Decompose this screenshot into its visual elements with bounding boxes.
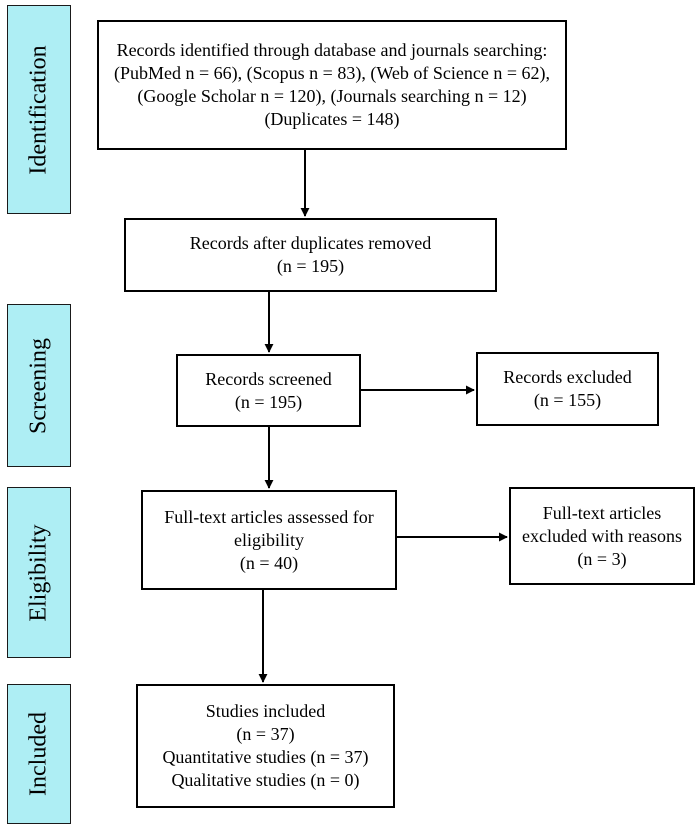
- phase-identification: Identification: [7, 5, 71, 214]
- fulltext-excluded-line-2: excluded with reasons: [522, 525, 682, 546]
- phase-eligibility: Eligibility: [7, 487, 71, 658]
- fulltext-assessed-line-2: eligibility: [234, 529, 304, 550]
- phase-included: Included: [7, 684, 71, 824]
- phase-screening: Screening: [7, 304, 71, 467]
- records-excluded-box: Records excluded (n = 155): [476, 352, 659, 426]
- phase-label-identification: Identification: [25, 44, 52, 175]
- studies-included-line-3: Quantitative studies (n = 37): [162, 747, 369, 767]
- studies-included-box: Studies included (n = 37) Quantitative s…: [136, 684, 395, 808]
- fulltext-assessed-box: Full-text articles assessed for eligibil…: [141, 490, 397, 590]
- fulltext-excluded-box: Full-text articles excluded with reasons…: [509, 487, 695, 585]
- fulltext-excluded-line-3: (n = 3): [577, 548, 627, 569]
- records-screened-line-2: (n = 195): [234, 391, 303, 412]
- records-excluded-line-1: Records excluded: [503, 367, 632, 387]
- after-duplicates-line-2: (n = 195): [276, 256, 345, 276]
- records-identified-line-1: Records identified through database and …: [116, 40, 548, 60]
- studies-included-line-2: (n = 37): [236, 724, 295, 744]
- records-identified-line-3: (Google Scholar n = 120), (Journals sear…: [137, 86, 527, 106]
- phase-label-eligibility: Eligibility: [25, 523, 52, 622]
- studies-included-line-4: Qualitative studies (n = 0): [171, 770, 360, 790]
- after-duplicates-line-1: Records after duplicates removed: [189, 233, 432, 253]
- fulltext-assessed-line-3: (n = 40): [239, 552, 299, 573]
- records-identified-box: Records identified through database and …: [97, 20, 567, 150]
- records-screened-box: Records screened (n = 195): [176, 354, 361, 427]
- records-screened-line-1: Records screened: [205, 368, 332, 389]
- phase-label-included: Included: [25, 712, 52, 796]
- records-identified-line-2: (PubMed n = 66), (Scopus n = 83), (Web o…: [114, 63, 550, 83]
- records-excluded-line-2: (n = 155): [533, 390, 602, 410]
- studies-included-line-1: Studies included: [205, 701, 326, 721]
- fulltext-excluded-line-1: Full-text articles: [542, 502, 662, 523]
- records-identified-line-4: (Duplicates = 148): [264, 109, 400, 129]
- after-duplicates-box: Records after duplicates removed (n = 19…: [124, 218, 497, 292]
- phase-label-screening: Screening: [25, 337, 52, 434]
- fulltext-assessed-line-1: Full-text articles assessed for: [164, 506, 374, 527]
